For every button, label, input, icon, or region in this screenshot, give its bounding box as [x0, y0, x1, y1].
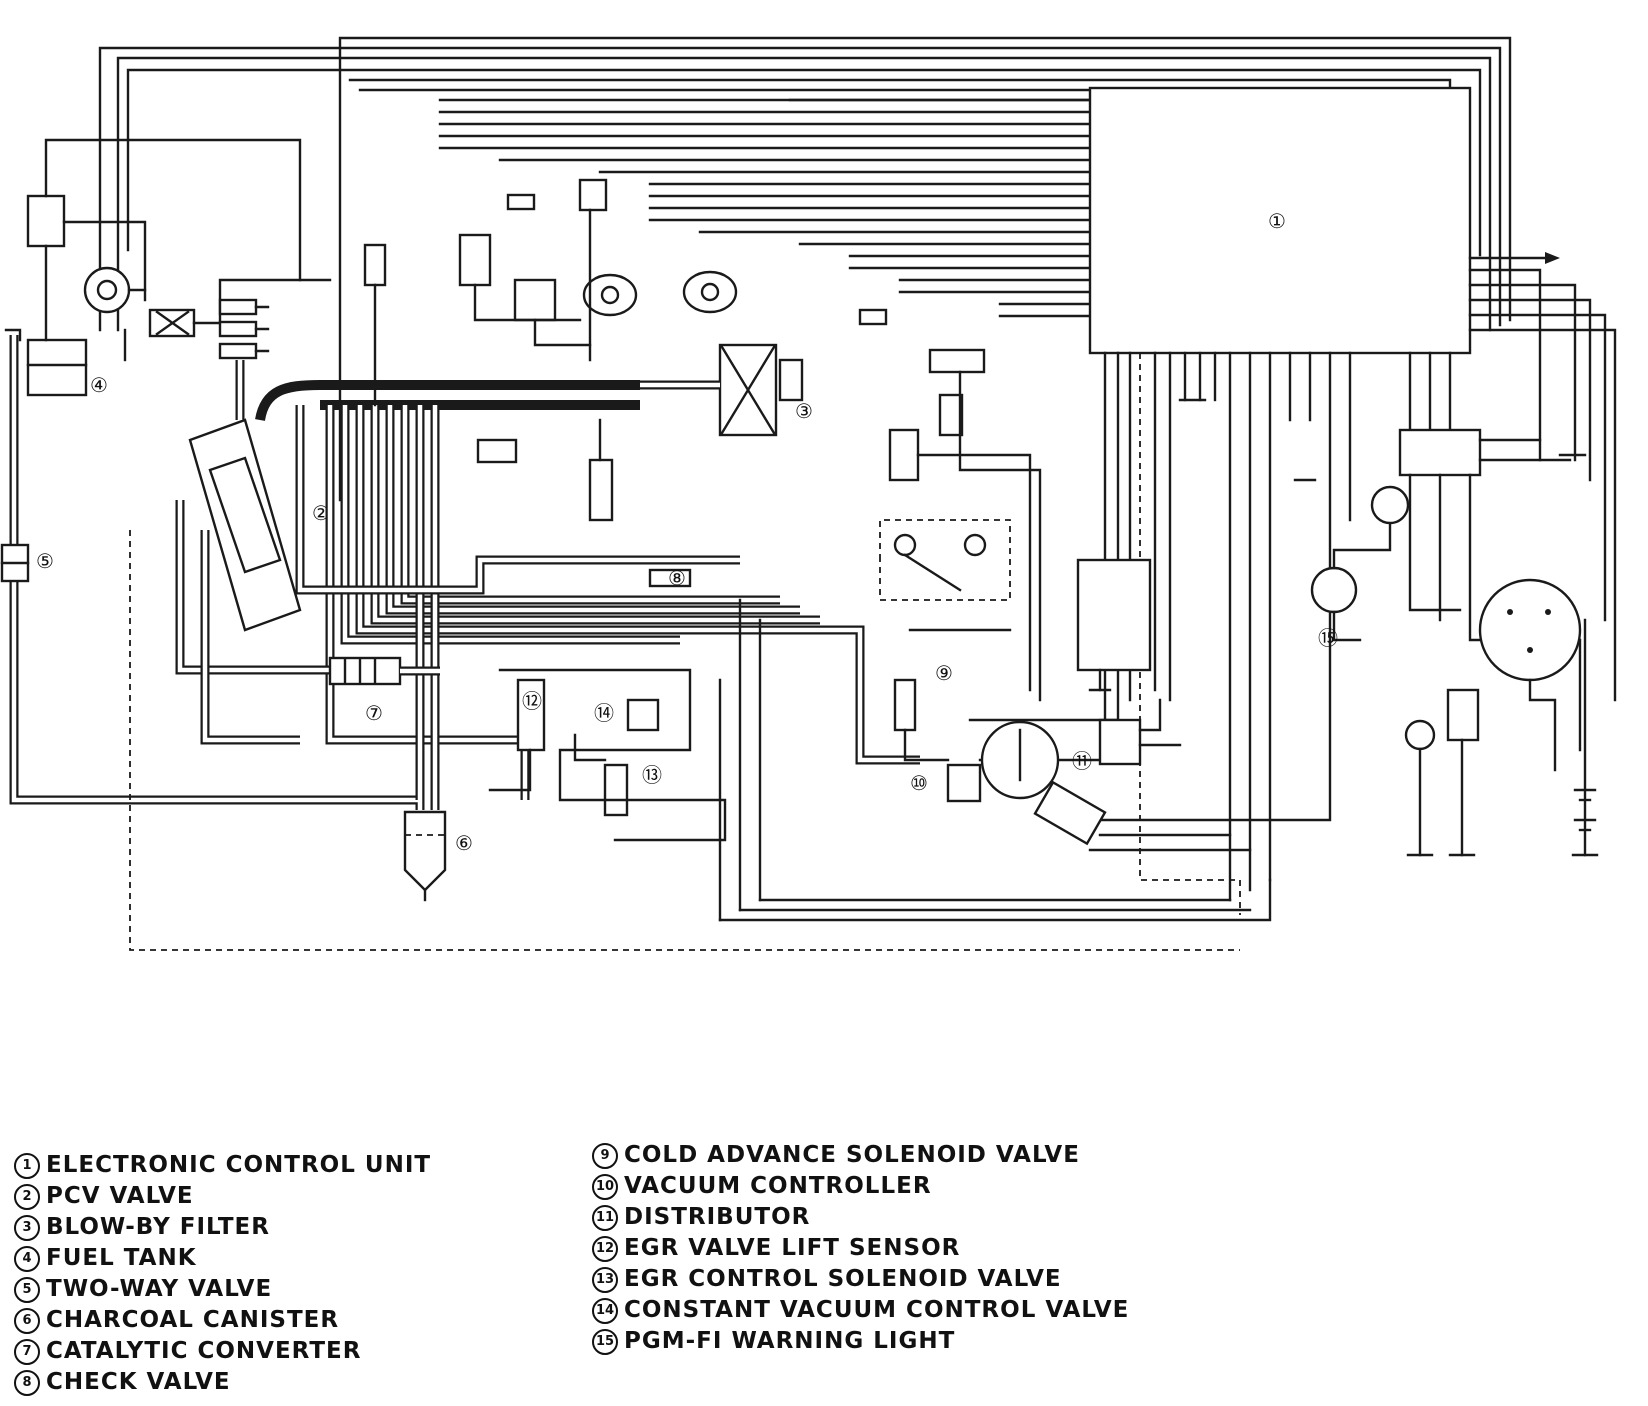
fueltank-callout: ④: [90, 375, 108, 397]
catalytic-converter: ⑦: [175, 500, 440, 745]
legend-label: TWO-WAY VALVE: [46, 1276, 273, 1302]
bottom-return-lines: [718, 598, 1272, 922]
legend-num: 7: [14, 1338, 40, 1365]
engine-block: ②: [188, 360, 640, 632]
legend-label: BLOW-BY FILTER: [46, 1214, 270, 1240]
legend-label: DISTRIBUTOR: [624, 1204, 811, 1230]
legend-num: 9: [592, 1142, 618, 1169]
ecu-bottom-lines: [968, 351, 1452, 915]
manifold-components: [363, 178, 888, 522]
egrsol-callout: ⑬: [642, 764, 662, 787]
check-callout: ⑧: [668, 568, 686, 590]
ground-symbols: [1178, 398, 1599, 857]
injectors: [218, 298, 270, 360]
legend-label: ELECTRONIC CONTROL UNIT: [46, 1152, 432, 1178]
legend-label: CHARCOAL CANISTER: [46, 1307, 340, 1333]
constvac-callout: ⑭: [594, 702, 614, 725]
legend-label: VACUUM CONTROLLER: [624, 1173, 932, 1199]
ignition-coil: [1404, 578, 1597, 857]
ecu-output-lines: [1468, 252, 1617, 702]
legend-label: COLD ADVANCE SOLENOID VALVE: [624, 1142, 1080, 1168]
legend-label: CHECK VALVE: [46, 1369, 231, 1395]
catalytic-callout: ⑦: [365, 703, 383, 725]
vacctrl-callout: ⑩: [910, 773, 928, 795]
ecu-box: ①: [1088, 86, 1472, 355]
legend-num: 2: [14, 1183, 40, 1210]
twoway-callout: ⑤: [36, 551, 54, 573]
legend-num: 1: [14, 1152, 40, 1179]
legend-label: CONSTANT VACUUM CONTROL VALVE: [624, 1297, 1130, 1323]
charcoal-canister: ⑥: [403, 810, 473, 902]
canister-callout: ⑥: [455, 833, 473, 855]
legend-label: EGR CONTROL SOLENOID VALVE: [624, 1266, 1062, 1292]
distributor: ⑪: [980, 698, 1252, 852]
emission-system-diagram: ①: [0, 36, 1617, 951]
legend-num: 5: [14, 1276, 40, 1303]
legend-num: 4: [14, 1245, 40, 1272]
legend-num: 8: [14, 1369, 40, 1396]
legend-label: PGM-FI WARNING LIGHT: [624, 1328, 956, 1354]
check-valve: ⑧: [648, 568, 692, 590]
legend-num: 12: [592, 1235, 618, 1262]
warning-light: ⑮: [1310, 485, 1410, 650]
legend-label: PCV VALVE: [46, 1183, 194, 1209]
legend-num: 3: [14, 1214, 40, 1241]
fuel-cut-relay: [1076, 558, 1152, 692]
two-way-valve-group: ⑤: [0, 335, 425, 810]
pgmfi-callout: ⑮: [1318, 627, 1338, 650]
vacuum-hose-bundle: [295, 405, 920, 810]
coldadv-callout: ⑨: [935, 663, 953, 685]
ecu-callout: ①: [1268, 211, 1286, 233]
cold-advance-group: ⑨ ⑩: [893, 663, 982, 803]
egrlift-callout: ⑫: [522, 690, 542, 713]
legend-num: 14: [592, 1297, 618, 1324]
legend-num: 13: [592, 1266, 618, 1293]
legend-num: 10: [592, 1173, 618, 1200]
legend-num: 11: [592, 1204, 618, 1231]
legend-label: EGR VALVE LIFT SENSOR: [624, 1235, 961, 1261]
main-relay: [1398, 428, 1582, 752]
legend-label: FUEL TANK: [46, 1245, 197, 1271]
egr-components: ⑫ ⑬ ⑭: [488, 668, 727, 842]
blowby-callout: ③: [795, 401, 813, 423]
legend-num: 15: [592, 1328, 618, 1355]
blowby-filter: ③: [640, 343, 813, 437]
fuel-tank-group: ④: [4, 138, 332, 397]
dashed-return-line: [129, 530, 1240, 951]
distributor-callout: ⑪: [1072, 750, 1092, 773]
throttle-linkage: [879, 348, 1042, 702]
legend-label: CATALYTIC CONVERTER: [46, 1338, 362, 1364]
legend-num: 6: [14, 1307, 40, 1334]
pcv-callout: ②: [312, 503, 330, 525]
